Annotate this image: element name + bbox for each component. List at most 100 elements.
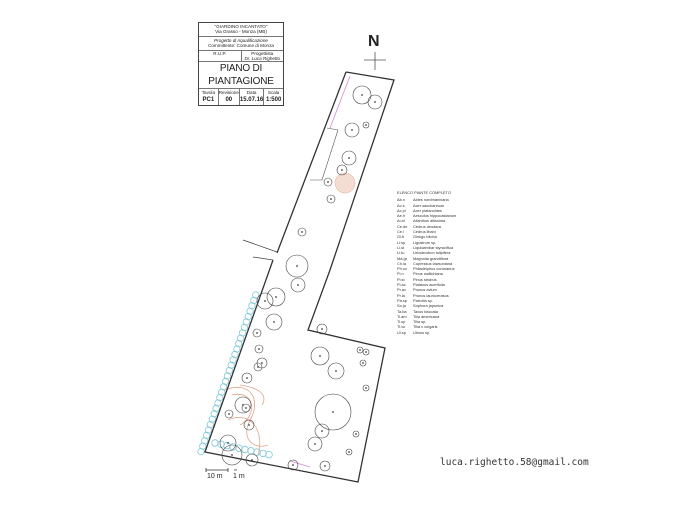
tree-canopy xyxy=(241,372,253,384)
legend-code: Pi.n xyxy=(397,271,404,277)
tree-canopy xyxy=(224,409,234,419)
legend-code: Ti.am xyxy=(397,313,407,319)
legend-species: Magnolia grandiflora xyxy=(413,255,449,261)
legend-species: Taxus baccata xyxy=(413,308,438,314)
hedge-shrub xyxy=(229,443,237,451)
legend-code: Ph.co xyxy=(397,266,407,272)
tree-trunk xyxy=(374,101,376,103)
hedge-shrub xyxy=(227,361,235,369)
tree-canopy xyxy=(219,434,237,452)
tree-trunk xyxy=(324,465,326,467)
tree-canopy xyxy=(245,453,259,467)
tree-canopy xyxy=(254,344,264,354)
legend-species: Abies nordmanniana xyxy=(413,197,449,203)
legend-species: Pinus strobus xyxy=(413,276,437,282)
tree-canopy xyxy=(336,164,348,176)
client: Committente: Comune di Monza xyxy=(208,43,274,49)
hedge-shrub xyxy=(247,447,255,455)
tree-canopy xyxy=(253,362,263,372)
hedge-shrub xyxy=(211,439,219,447)
hedge-shrub xyxy=(221,377,230,385)
legend-code: Li.tu xyxy=(397,250,405,256)
tree-canopy xyxy=(265,313,283,331)
field-label: Scala xyxy=(267,90,280,96)
boundary-pink-line xyxy=(289,460,311,468)
tree-canopy xyxy=(352,430,360,438)
legend-species: Acer platanoides xyxy=(413,207,442,213)
legend-code: Gi.b xyxy=(397,234,405,240)
legend-species: Sophora japonica xyxy=(413,303,444,309)
hedge-shrub xyxy=(206,420,214,429)
tree-trunk xyxy=(292,464,294,466)
tree-trunk xyxy=(365,387,367,389)
legend-species: Cupressus lawsoniana xyxy=(413,260,453,266)
tree-canopy xyxy=(314,393,352,431)
tree-canopy xyxy=(326,194,336,204)
tree-trunk xyxy=(359,349,361,351)
hedge-shrub xyxy=(252,291,260,299)
scale-bar xyxy=(205,468,237,472)
legend-item: Gi.b Ginkgo biloba xyxy=(397,234,456,239)
scale-bar-label-major: 10 m xyxy=(207,473,223,480)
tree-trunk xyxy=(327,181,329,183)
legend-code: Ac.pl xyxy=(397,207,406,213)
tree-canopy xyxy=(266,287,286,307)
legend-species: Ligustrum sp. xyxy=(413,239,437,245)
tree-trunk xyxy=(332,411,334,413)
tree-canopy xyxy=(362,121,370,129)
tree-canopy xyxy=(356,346,364,354)
hedge-shrub xyxy=(204,426,213,434)
tree-canopy xyxy=(287,459,299,471)
hedge-shrub xyxy=(238,329,247,337)
tree-trunk xyxy=(264,300,266,302)
legend-species: Ginkgo biloba xyxy=(413,234,437,240)
tree-trunk xyxy=(362,362,364,364)
tree-trunk xyxy=(256,332,258,334)
hedge-shrub xyxy=(216,393,224,402)
legend-species: Parrotia sp. xyxy=(413,297,433,303)
legend-species: Tilia x vulgaris xyxy=(413,324,438,330)
hedge-shrub xyxy=(235,444,243,452)
legend-species: Aesculus hippocastanum xyxy=(413,213,457,219)
tree-trunk xyxy=(351,129,353,131)
legend-code: So.ja xyxy=(397,303,406,309)
legend-code: Ti.vu xyxy=(397,324,406,330)
hedge-shrub xyxy=(265,451,273,459)
tree-canopy xyxy=(234,396,252,414)
tree-trunk xyxy=(275,296,277,298)
hedge-shrub xyxy=(225,366,233,375)
tree-trunk xyxy=(341,169,343,171)
tree-trunk xyxy=(251,459,253,461)
tree-canopy xyxy=(362,384,370,392)
tree-canopy xyxy=(341,150,357,166)
tree-canopy xyxy=(319,460,331,472)
legend-item: Ti.vu Tilia x vulgaris xyxy=(397,324,456,329)
hedge-shrub xyxy=(208,415,216,423)
hedge-shrub xyxy=(229,356,237,364)
tree-trunk xyxy=(227,442,229,444)
legend-code: Ul.sp xyxy=(397,329,406,335)
tree-canopy xyxy=(362,348,370,356)
hedge-shrub xyxy=(218,388,226,396)
hedge-shrub xyxy=(259,449,267,458)
legend-code: Pl.ac xyxy=(397,282,406,288)
tree-canopy xyxy=(221,444,243,466)
tree-canopy xyxy=(297,227,307,237)
legend-code: Ce.l xyxy=(397,229,404,235)
field-value: 15.07.16 xyxy=(239,96,264,103)
field-value: 00 xyxy=(225,96,233,103)
tree-canopy xyxy=(310,346,330,366)
drawing-title: PIANO DI PIANTAGIONE xyxy=(199,62,283,90)
